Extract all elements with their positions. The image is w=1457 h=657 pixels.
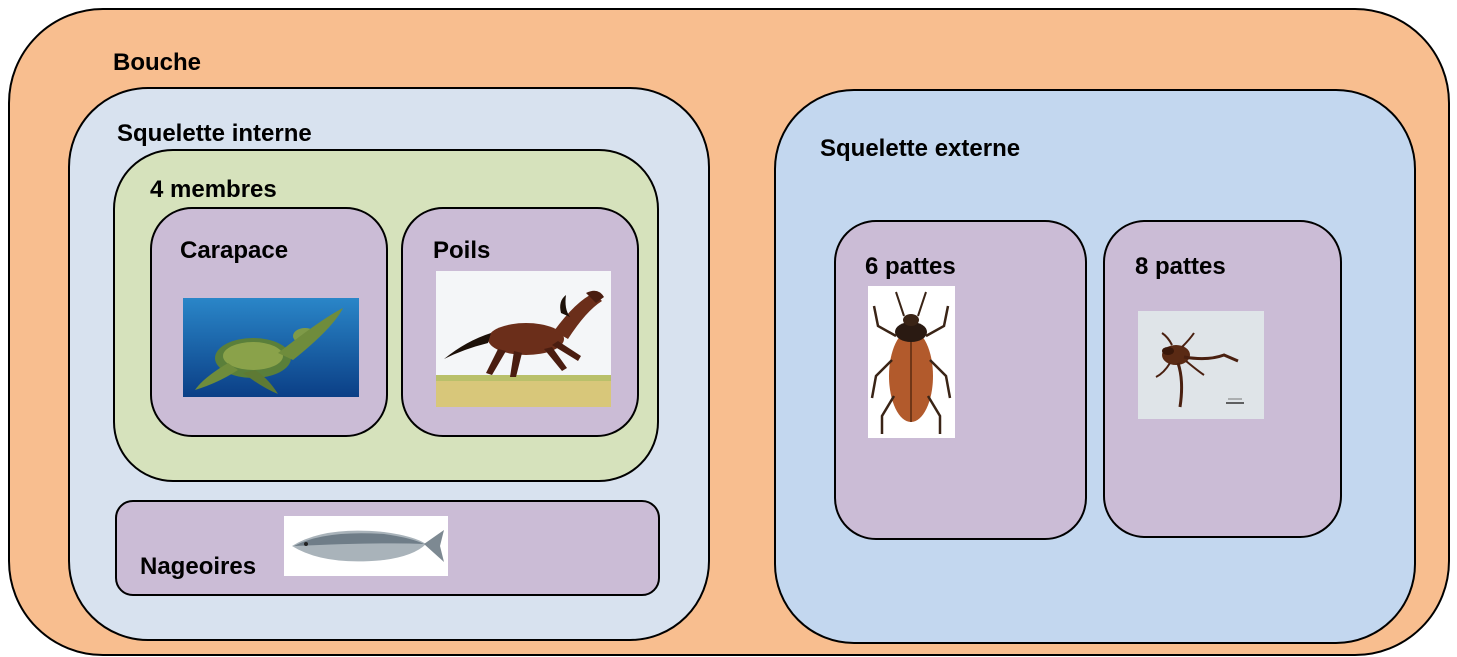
squelette-interne-label: Squelette interne (117, 120, 312, 147)
tick-image (1138, 311, 1264, 419)
carapace-label: Carapace (180, 237, 289, 264)
salmon-image (284, 516, 448, 576)
sea-turtle-image (183, 298, 359, 397)
horse-image (436, 271, 611, 407)
membres-label: 4 membres (150, 176, 277, 203)
poils-label: Poils (433, 237, 491, 264)
squelette-externe-label: Squelette externe (820, 135, 1021, 162)
beetle-image (868, 286, 955, 438)
six-pattes-label: 6 pattes (865, 253, 956, 280)
bouche-label: Bouche (113, 49, 202, 76)
huit-pattes-label: 8 pattes (1135, 253, 1226, 280)
nageoires-label: Nageoires (140, 553, 257, 580)
